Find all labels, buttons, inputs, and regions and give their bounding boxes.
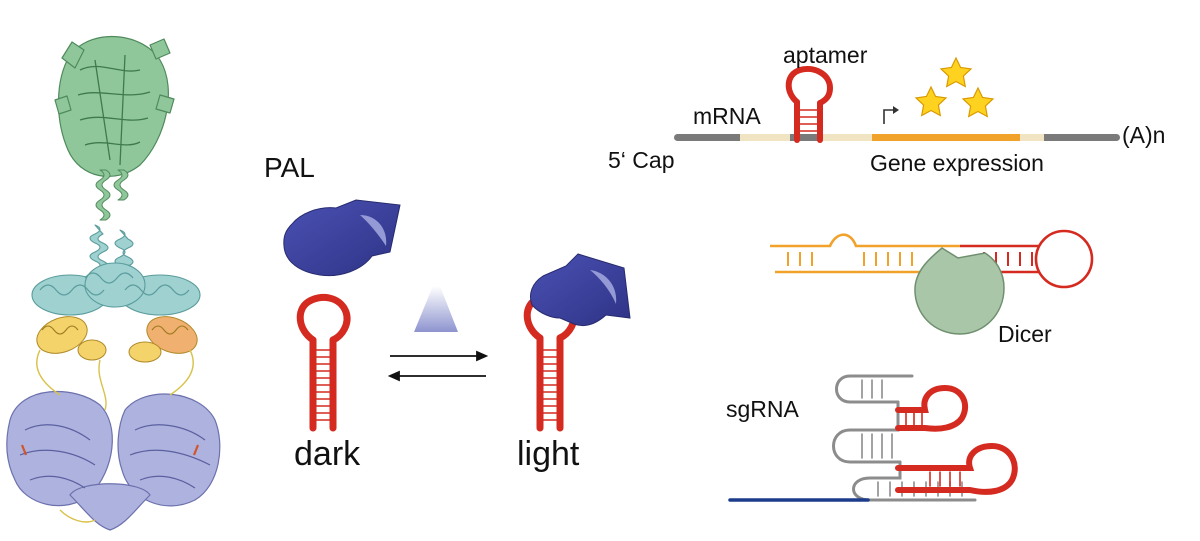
- mrna-strand: [674, 134, 1120, 141]
- pal-label: PAL: [264, 152, 315, 183]
- dark-state-label: dark: [294, 435, 361, 473]
- protein-structure-icon: [6, 35, 221, 531]
- polya-label: (A)n: [1122, 122, 1166, 148]
- equilibrium-arrows-icon: [387, 350, 489, 382]
- aptamer-label: aptamer: [783, 42, 868, 68]
- pal-protein-icon: [529, 253, 631, 327]
- aptamer-hairpin-icon: [296, 293, 351, 432]
- mrna-label: mRNA: [693, 103, 761, 129]
- pal-protein-icon: [283, 199, 401, 277]
- gene-expression-label: Gene expression: [870, 150, 1044, 176]
- aptamer-hairpin-icon: [785, 66, 834, 143]
- dicer-icon: [914, 247, 1005, 335]
- light-state-label: light: [517, 435, 580, 473]
- aptamer-hairpin-icon: [895, 384, 1018, 495]
- light-beam-icon: [414, 286, 458, 332]
- cap-label: 5‘ Cap: [608, 147, 675, 173]
- sgrna-label: sgRNA: [726, 396, 799, 422]
- transcription-arrow-icon: [883, 106, 899, 124]
- star-icon: [914, 56, 995, 118]
- dicer-label: Dicer: [998, 321, 1052, 347]
- sgrna-structure: [832, 374, 977, 502]
